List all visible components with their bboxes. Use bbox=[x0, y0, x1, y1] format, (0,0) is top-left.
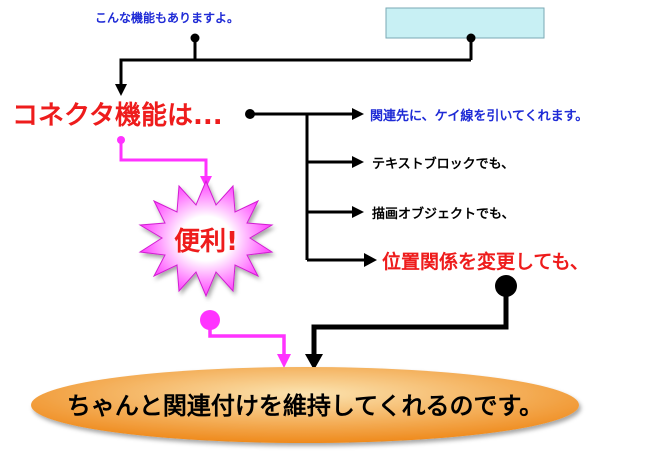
magenta-connector-top bbox=[119, 140, 208, 178]
connector-dot bbox=[117, 136, 125, 144]
black-connector-bottom bbox=[311, 286, 509, 357]
connector-dot bbox=[245, 109, 255, 119]
arrow-down-icon bbox=[277, 354, 291, 368]
arrow-right-icon bbox=[352, 108, 364, 120]
arrow-down-icon bbox=[115, 84, 127, 96]
branch-label: テキストブロックでも、 bbox=[372, 156, 514, 172]
connector-dot bbox=[200, 310, 220, 330]
title-text: コネクタ機能は... bbox=[12, 100, 223, 131]
result-oval bbox=[31, 367, 579, 443]
magenta-connector-bottom bbox=[208, 320, 286, 357]
connector-dot bbox=[495, 275, 517, 297]
branch-label: 関連先に、ケイ線を引いてくれます。 bbox=[370, 108, 588, 124]
arrow-right-icon bbox=[364, 253, 377, 267]
branch-label: 描画オブジェクトでも、 bbox=[372, 206, 515, 222]
branch-label: 位置関係を変更しても、 bbox=[382, 250, 589, 273]
branch-connector bbox=[250, 112, 366, 262]
connector-dot bbox=[466, 33, 476, 43]
arrow-down-icon bbox=[305, 354, 323, 370]
empty-box bbox=[385, 7, 545, 39]
arrow-right-icon bbox=[352, 156, 364, 168]
burst-shape bbox=[138, 179, 274, 298]
top-connector bbox=[119, 38, 473, 86]
result-text: ちゃんと関連付けを維持してくれるのです。 bbox=[67, 391, 543, 420]
burst-text: 便利! bbox=[174, 227, 238, 257]
note-text: こんな機能もありますよ。 bbox=[95, 10, 239, 25]
arrow-right-icon bbox=[352, 206, 364, 218]
connector-dot bbox=[190, 33, 200, 43]
